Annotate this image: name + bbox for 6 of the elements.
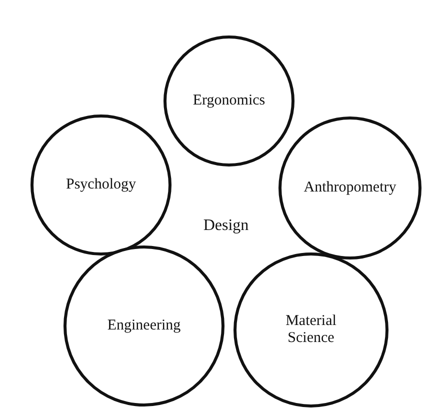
circle-label: Ergonomics [192,92,266,110]
circle-label: Anthropometry [302,180,398,196]
circle-label: Engineering [106,318,182,334]
circle-label: Material Science [284,313,338,347]
center-label: Design [203,217,249,235]
circle-label: Psychology [64,176,137,194]
